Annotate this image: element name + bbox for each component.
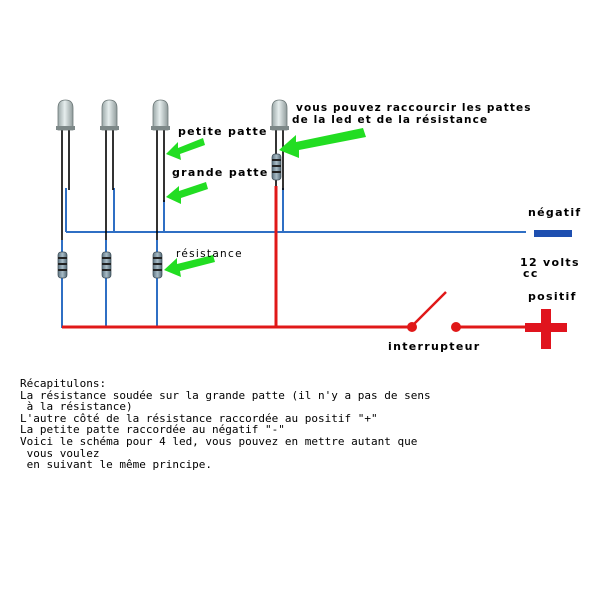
resistor-2 xyxy=(101,251,112,279)
resistor-1 xyxy=(57,251,68,279)
label-cc: cc xyxy=(523,267,539,280)
label-negatif: négatif xyxy=(528,206,582,219)
recap-line: L'autre côté de la résistance raccordée … xyxy=(20,411,378,425)
label-interrupteur: interrupteur xyxy=(388,340,481,353)
negative-wiring xyxy=(61,188,526,328)
resistor-3 xyxy=(152,251,163,279)
recap-line: vous voulez xyxy=(20,446,100,460)
label-positif: positif xyxy=(528,290,577,303)
label-resistance: résistance xyxy=(176,248,243,260)
recap-line: Voici le schéma pour 4 led, vous pouvez … xyxy=(20,434,418,448)
negative-terminal-symbol xyxy=(534,230,572,237)
label-12-volts: 12 volts xyxy=(520,256,580,269)
recap-text: Récapitulons: La résistance soudée sur l… xyxy=(20,378,580,471)
arrow-resistance xyxy=(164,255,215,277)
resistor-4 xyxy=(271,153,282,181)
recap-line: à la résistance) xyxy=(20,400,133,414)
arrow-grande-patte xyxy=(166,182,208,204)
positive-wiring xyxy=(62,186,525,329)
recap-line: La petite patte raccordée au négatif "-" xyxy=(20,423,285,437)
led-4 xyxy=(270,99,289,131)
recap-line: en suivant le même principe. xyxy=(20,458,213,472)
label-raccourcir-line1: vous pouvez raccourcir les pattes xyxy=(296,102,532,114)
arrow-raccourcir xyxy=(279,128,366,158)
label-petite-patte: petite patte xyxy=(178,125,268,138)
led-legs xyxy=(61,128,284,240)
recap-line: La résistance soudée sur la grande patte… xyxy=(20,388,431,402)
led-2 xyxy=(100,99,119,131)
label-grande-patte: grande patte xyxy=(172,166,269,179)
label-raccourcir-line2: de la led et de la résistance xyxy=(292,114,489,126)
switch-symbol xyxy=(407,291,461,332)
led-3 xyxy=(151,99,170,131)
recap-line: Récapitulons: xyxy=(20,377,107,390)
arrow-petite-patte xyxy=(166,138,205,160)
positive-terminal-symbol xyxy=(525,309,567,349)
led-1 xyxy=(56,99,75,131)
